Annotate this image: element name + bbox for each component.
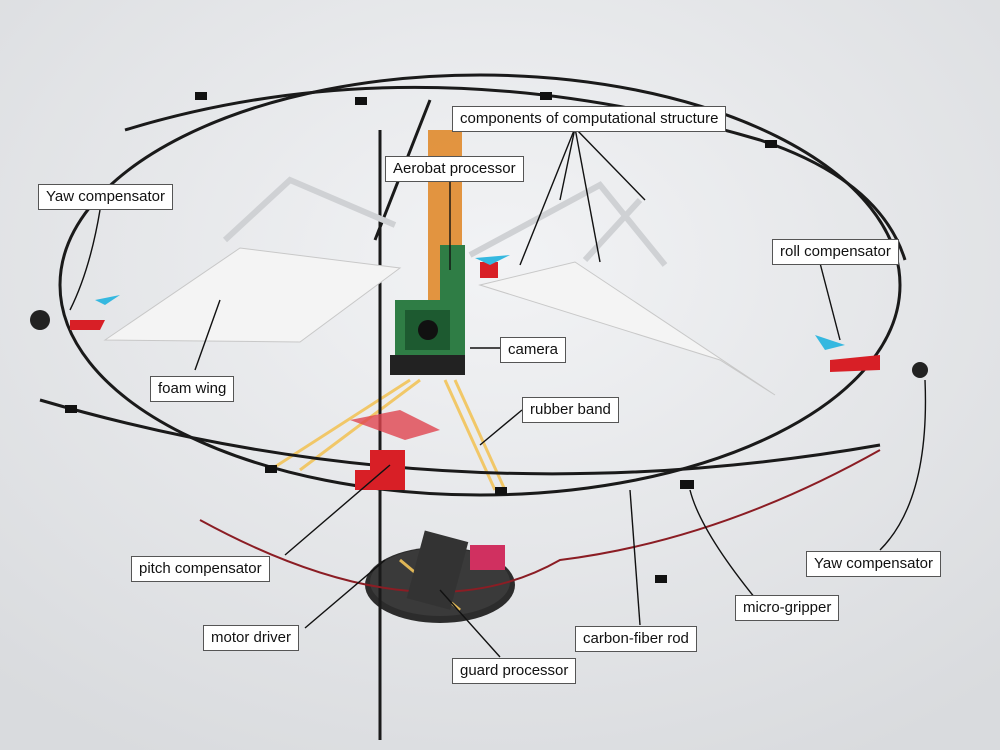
camera-module	[390, 300, 465, 375]
foam-wings	[103, 247, 776, 396]
yaw-compensator-left-motor	[30, 295, 120, 330]
leader-lines	[69, 127, 927, 658]
label-rubber-band: rubber band	[522, 397, 619, 423]
label-foam-wing: foam wing	[150, 376, 235, 402]
compensator-motors	[30, 255, 928, 490]
carbon-fiber-frame	[39, 73, 907, 740]
wing-struts	[222, 176, 668, 267]
label-camera: camera	[500, 337, 567, 363]
label-carbon-fiber-rod: carbon-fiber rod	[575, 626, 697, 652]
label-aerobat-processor: Aerobat processor	[385, 156, 524, 182]
label-pitch-compensator: pitch compensator	[131, 556, 270, 582]
guard-processor-board	[406, 530, 505, 610]
frame-joints	[65, 92, 777, 583]
label-yaw-compensator-left: Yaw compensator	[38, 184, 173, 210]
label-motor-driver: motor driver	[203, 625, 300, 651]
label-yaw-compensator-right: Yaw compensator	[806, 551, 941, 577]
label-micro-gripper: micro-gripper	[735, 595, 840, 621]
label-components-of-computational-structure: components of computational structure	[452, 106, 727, 132]
label-guard-processor: guard processor	[452, 658, 577, 684]
center-motor	[475, 255, 510, 278]
roll-compensator-motor	[815, 335, 928, 378]
label-roll-compensator: roll compensator	[772, 239, 899, 265]
